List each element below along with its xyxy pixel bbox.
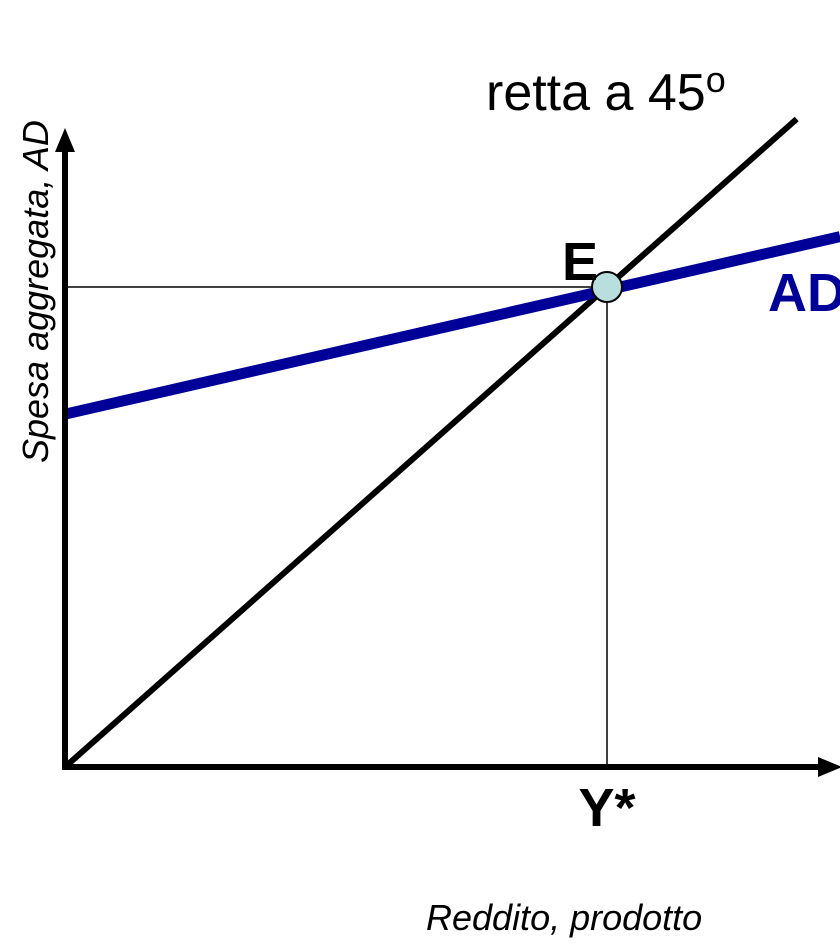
line-45-degree: [63, 116, 799, 770]
series-label-ad: AD: [768, 263, 840, 323]
equilibrium-point: [591, 271, 623, 303]
series-label-45-line-text: retta a 45: [486, 64, 706, 122]
point-layer: [591, 271, 623, 303]
equilibrium-label: E: [562, 232, 598, 292]
x-axis-arrowhead: [818, 757, 840, 777]
series-label-45-line-superscript: o: [706, 59, 726, 100]
line-aggregate-demand: [63, 231, 840, 420]
y-axis-arrowhead: [55, 128, 75, 152]
x-tick-label-ystar: Y*: [578, 778, 635, 838]
x-axis-label: Reddito, prodotto: [426, 897, 702, 938]
y-axis-label: Spesa aggregata, AD: [15, 120, 56, 463]
series-label-45-line: retta a 45o: [486, 59, 726, 122]
series-layer: [63, 116, 840, 770]
equilibrium-guide-lines: [65, 286, 608, 767]
axes: [55, 128, 840, 777]
